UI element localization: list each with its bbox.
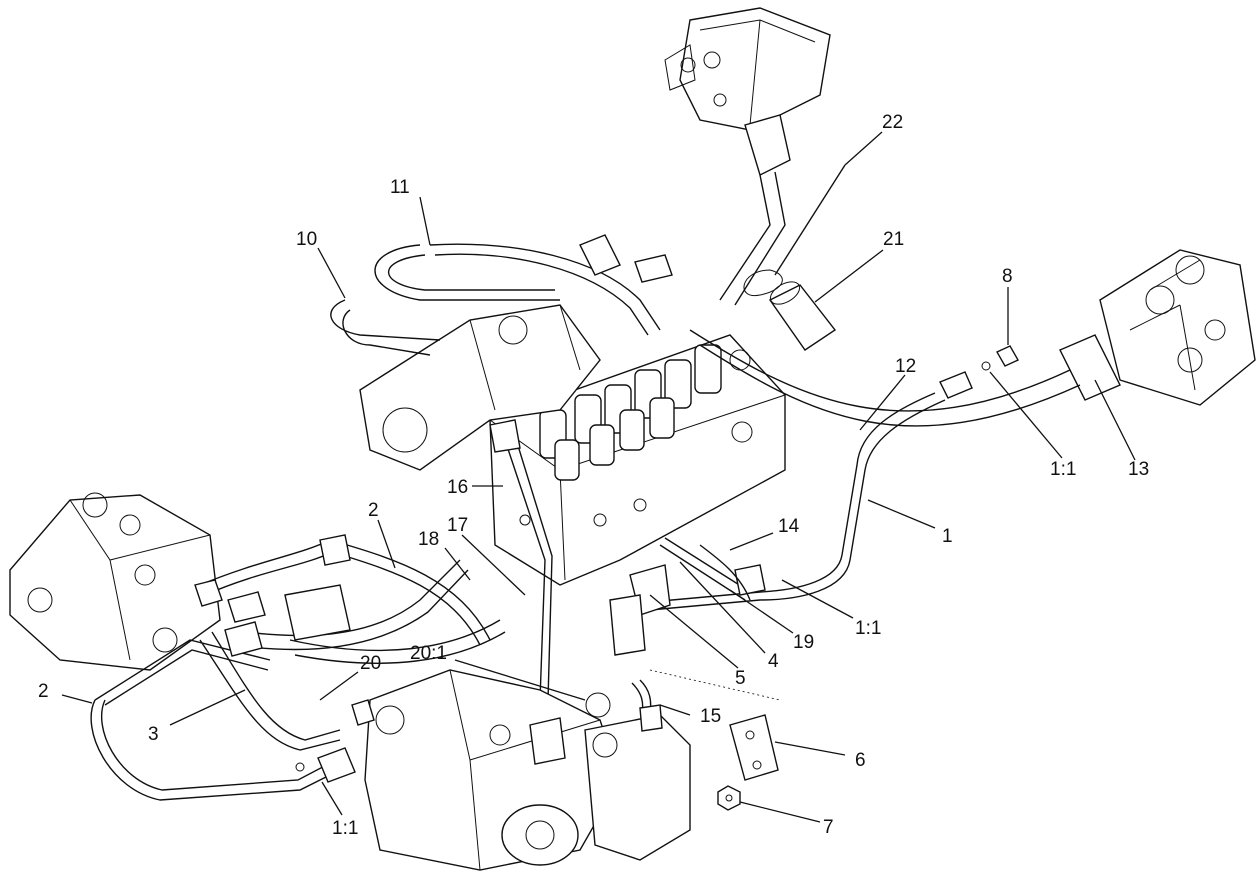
callout-18: 18 <box>418 529 439 550</box>
callout-6: 6 <box>855 750 866 771</box>
upper-pump <box>359 304 601 471</box>
callout-8: 8 <box>1002 266 1013 287</box>
callout-13: 13 <box>1128 459 1149 480</box>
right-valve-block <box>1099 249 1256 406</box>
callout-1-1-c: 1:1 <box>332 818 358 839</box>
callout-19: 19 <box>793 632 814 653</box>
callout-20: 20 <box>360 653 381 674</box>
left-motor <box>9 492 221 671</box>
callout-4: 4 <box>768 651 779 672</box>
callout-12: 12 <box>895 356 916 377</box>
hoses-10-11 <box>330 234 673 356</box>
dipstick <box>743 164 846 297</box>
callout-1: 1 <box>942 526 953 547</box>
callout-15: 15 <box>700 706 721 727</box>
callout-21: 21 <box>883 229 904 250</box>
callout-10: 10 <box>296 229 317 250</box>
callout-14: 14 <box>778 516 800 537</box>
tube-15 <box>585 679 663 732</box>
callout-7: 7 <box>823 817 834 838</box>
bracket-and-nut <box>717 714 779 811</box>
hose-12 <box>689 329 1081 427</box>
callout-2-a: 2 <box>368 500 379 521</box>
upper-valve-block <box>664 7 831 306</box>
callout-11: 11 <box>390 177 410 198</box>
lower-pump <box>364 669 691 871</box>
brackets-center <box>609 537 766 656</box>
sleeve <box>768 281 837 351</box>
leader-lines <box>61 131 1136 823</box>
tubes-lower <box>90 534 506 801</box>
callout-20-1: 20:1 <box>410 643 447 664</box>
tube-1 <box>649 392 946 611</box>
callout-labels: 22 11 10 21 8 12 1:1 13 16 1 2 18 17 14 … <box>38 112 1149 839</box>
reference-line <box>649 669 781 701</box>
callout-1-1-b: 1:1 <box>855 618 881 639</box>
callout-5: 5 <box>735 668 746 689</box>
callout-1-1-a: 1:1 <box>1050 459 1076 480</box>
callout-2-b: 2 <box>38 681 49 702</box>
callout-17: 17 <box>447 515 468 536</box>
callout-22: 22 <box>882 112 903 133</box>
callout-16: 16 <box>447 477 468 498</box>
callout-3: 3 <box>148 724 159 745</box>
fittings-right <box>939 334 1121 401</box>
fitting-lower-left <box>295 699 375 783</box>
tube-16 <box>489 419 553 701</box>
